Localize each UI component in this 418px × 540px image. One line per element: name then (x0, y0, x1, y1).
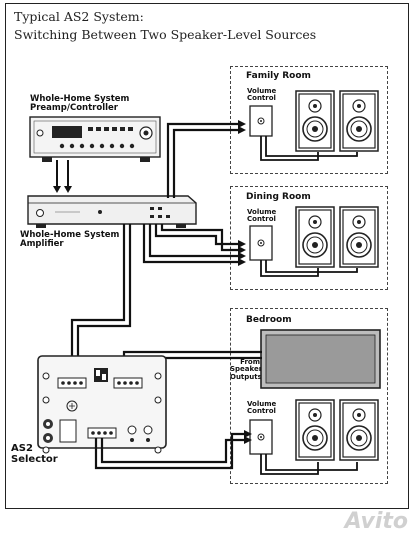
selector-model-label: AS2 (123, 400, 144, 411)
volume-control-label-family: Volume Control (247, 87, 277, 103)
speaker-outputs-label: From Speaker Outputs (230, 358, 263, 381)
input-a-label: INPUT A (56, 362, 79, 368)
diagram-title: Typical AS2 System: (14, 9, 144, 24)
preamp-label: Whole-Home System Preamp/Controller (30, 94, 130, 113)
diagram-subtitle: Switching Between Two Speaker-Level Sour… (14, 27, 317, 42)
selector-brand-label: AMBISONIC (88, 404, 121, 410)
diagram-border (5, 3, 409, 509)
volume-control-label-dining: Volume Control (247, 208, 277, 224)
input-b-label: INPUT B (117, 362, 140, 368)
selector-label: AS2 Selector (11, 443, 58, 465)
volume-control-label-bedroom: Volume Control (247, 400, 277, 416)
room-dining-label: Dining Room (246, 192, 311, 202)
room-bedroom (230, 308, 388, 484)
room-family (230, 66, 388, 174)
amplifier-label: Whole-Home System Amplifier (20, 230, 120, 249)
watermark-logo: Avito (344, 509, 408, 534)
tv-label: TV or Monitor (276, 338, 346, 348)
room-family-label: Family Room (246, 71, 311, 81)
room-bedroom-label: Bedroom (246, 315, 292, 325)
